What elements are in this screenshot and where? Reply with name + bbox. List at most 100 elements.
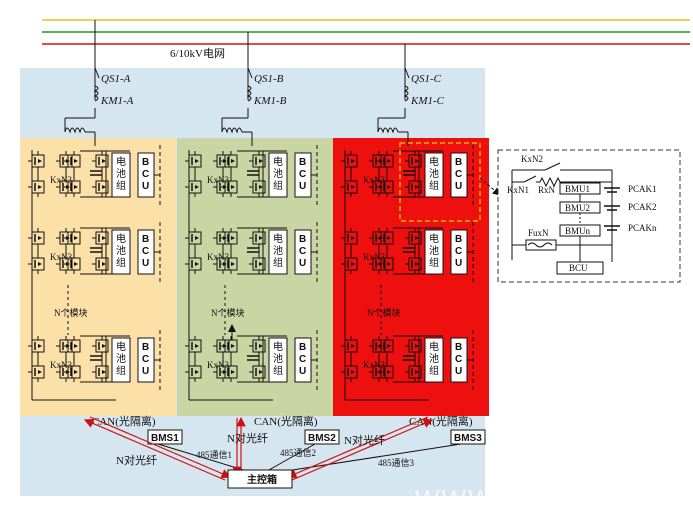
battery-label-char: 组 xyxy=(116,256,126,269)
battery-pack xyxy=(111,337,131,383)
bcu-label-char: B xyxy=(142,157,149,168)
km-label: KM1-C xyxy=(410,95,445,107)
rs485-label: 485通信1 xyxy=(196,449,232,460)
module-knn-label: KxN3 xyxy=(207,175,229,185)
bcu-label-char: B xyxy=(299,157,306,168)
bcu-label-char: U xyxy=(299,258,306,269)
detail-bmu2: BMU2 xyxy=(565,203,590,213)
watermark: WWW. xyxy=(415,484,502,514)
bms-box xyxy=(147,429,183,445)
n-modules-label: N个模块 xyxy=(54,307,88,318)
battery-label-char: 组 xyxy=(273,256,283,269)
battery-detail-box: KxN2 KxN1 RxN PCAK1 PCAK2 PCAKn BMU1 BMU… xyxy=(497,149,681,283)
branch-1: QS1-BKM1-BKxN3电池组BCUKxN3电池组BCUKxN3电池组BCU… xyxy=(177,32,333,416)
bcu-label-char: U xyxy=(455,366,462,377)
battery-label-char: 电 xyxy=(429,340,439,353)
detail-bcu: BCU xyxy=(569,263,588,273)
battery-pack xyxy=(111,229,131,275)
detail-pcak1: PCAK1 xyxy=(628,184,657,194)
battery-label-char: 池 xyxy=(429,167,439,180)
km-label: KM1-A xyxy=(100,95,134,107)
battery-label-char: 电 xyxy=(273,232,283,245)
battery-label-char: 池 xyxy=(273,167,283,180)
bms-box xyxy=(450,429,486,445)
bcu-label-char: C xyxy=(299,354,306,365)
battery-label-char: 电 xyxy=(273,155,283,168)
battery-label-char: 组 xyxy=(273,179,283,192)
branches: QS1-AKM1-AKxN3电池组BCUKxN3电池组BCUKxN3电池组BCU… xyxy=(20,20,489,416)
fiber-label-a: N对光纤 xyxy=(116,453,157,467)
main-control-label: 主控箱 xyxy=(247,473,277,486)
battery-label-char: 组 xyxy=(429,364,439,377)
battery-label-char: 池 xyxy=(429,352,439,365)
module-knn-label: KxN3 xyxy=(207,360,229,370)
module-knn-label: KxN3 xyxy=(50,252,72,262)
bcu-label-char: U xyxy=(299,366,306,377)
rs485-label: 485通信3 xyxy=(378,457,415,468)
bcu-label-char: B xyxy=(455,234,462,245)
qs-label: QS1-C xyxy=(411,73,442,85)
battery-pack xyxy=(268,337,288,383)
bcu-label-char: U xyxy=(142,366,149,377)
module-knn-label: KxN3 xyxy=(50,175,72,185)
battery-label-char: 电 xyxy=(116,232,126,245)
bcu-label-char: C xyxy=(142,246,149,257)
detail-r-label: RxN xyxy=(538,185,556,195)
fiber-label-b: N对光纤 xyxy=(227,431,268,445)
rs485-label: 485通信2 xyxy=(280,447,316,458)
bcu-label-char: B xyxy=(299,234,306,245)
battery-label-char: 组 xyxy=(116,179,126,192)
n-modules-label: N个模块 xyxy=(367,307,401,318)
bcu-label-char: C xyxy=(299,169,306,180)
main-control-box xyxy=(227,469,293,489)
communication-layer: CAN(光隔离)BMS1485通信1CAN(光隔离)BMS2485通信2CAN(… xyxy=(83,414,486,489)
bcu-label-char: U xyxy=(142,258,149,269)
highlight-box xyxy=(399,142,481,222)
branch-2: QS1-CKM1-CKxN3电池组BCUKxN3电池组BCUKxN3电池组BCU… xyxy=(333,44,489,416)
bms-box xyxy=(304,429,340,445)
qs-label: QS1-A xyxy=(101,73,131,85)
detail-bmu1: BMU1 xyxy=(565,184,590,194)
battery-label-char: 电 xyxy=(116,340,126,353)
bcu-label-char: C xyxy=(455,246,462,257)
km-label: KM1-B xyxy=(253,95,287,107)
bcu-label-char: B xyxy=(455,342,462,353)
bcu-label-char: C xyxy=(142,169,149,180)
bcu-label-char: U xyxy=(299,181,306,192)
battery-label-char: 池 xyxy=(116,167,126,180)
detail-fu-label: FuxN xyxy=(528,228,549,238)
detail-k2-label: KxN2 xyxy=(521,154,543,164)
battery-pack xyxy=(424,229,444,275)
grid-label: 6/10kV电网 xyxy=(170,47,225,60)
battery-label-char: 电 xyxy=(429,232,439,245)
module-knn-label: KxN3 xyxy=(363,175,385,185)
bms-label: BMS3 xyxy=(454,433,482,444)
bms-label: BMS1 xyxy=(151,433,179,444)
qs-label: QS1-B xyxy=(254,73,284,85)
can-label: CAN(光隔离) xyxy=(92,414,156,428)
battery-pack xyxy=(111,152,131,198)
fiber-label-c: N对光纤 xyxy=(344,433,385,447)
battery-label-char: 组 xyxy=(273,364,283,377)
detail-bmun: BMUn xyxy=(565,226,591,236)
battery-label-char: 池 xyxy=(273,352,283,365)
bcu-label-char: U xyxy=(455,181,462,192)
battery-label-char: 组 xyxy=(116,364,126,377)
bcu-label-char: C xyxy=(455,169,462,180)
detail-pcak2: PCAK2 xyxy=(628,202,657,212)
detail-connector xyxy=(479,177,501,196)
battery-pack xyxy=(424,152,444,198)
battery-pack xyxy=(268,229,288,275)
module-knn-label: KxN3 xyxy=(207,252,229,262)
bcu-label-char: U xyxy=(142,181,149,192)
bcu-label-char: B xyxy=(142,234,149,245)
bms-label: BMS2 xyxy=(308,433,336,444)
battery-label-char: 池 xyxy=(116,244,126,257)
module-knn-label: KxN3 xyxy=(363,252,385,262)
battery-label-char: 电 xyxy=(273,340,283,353)
battery-label-char: 电 xyxy=(429,155,439,168)
detail-k1-label: KxN1 xyxy=(507,185,529,195)
battery-label-char: 组 xyxy=(429,256,439,269)
battery-label-char: 池 xyxy=(273,244,283,257)
